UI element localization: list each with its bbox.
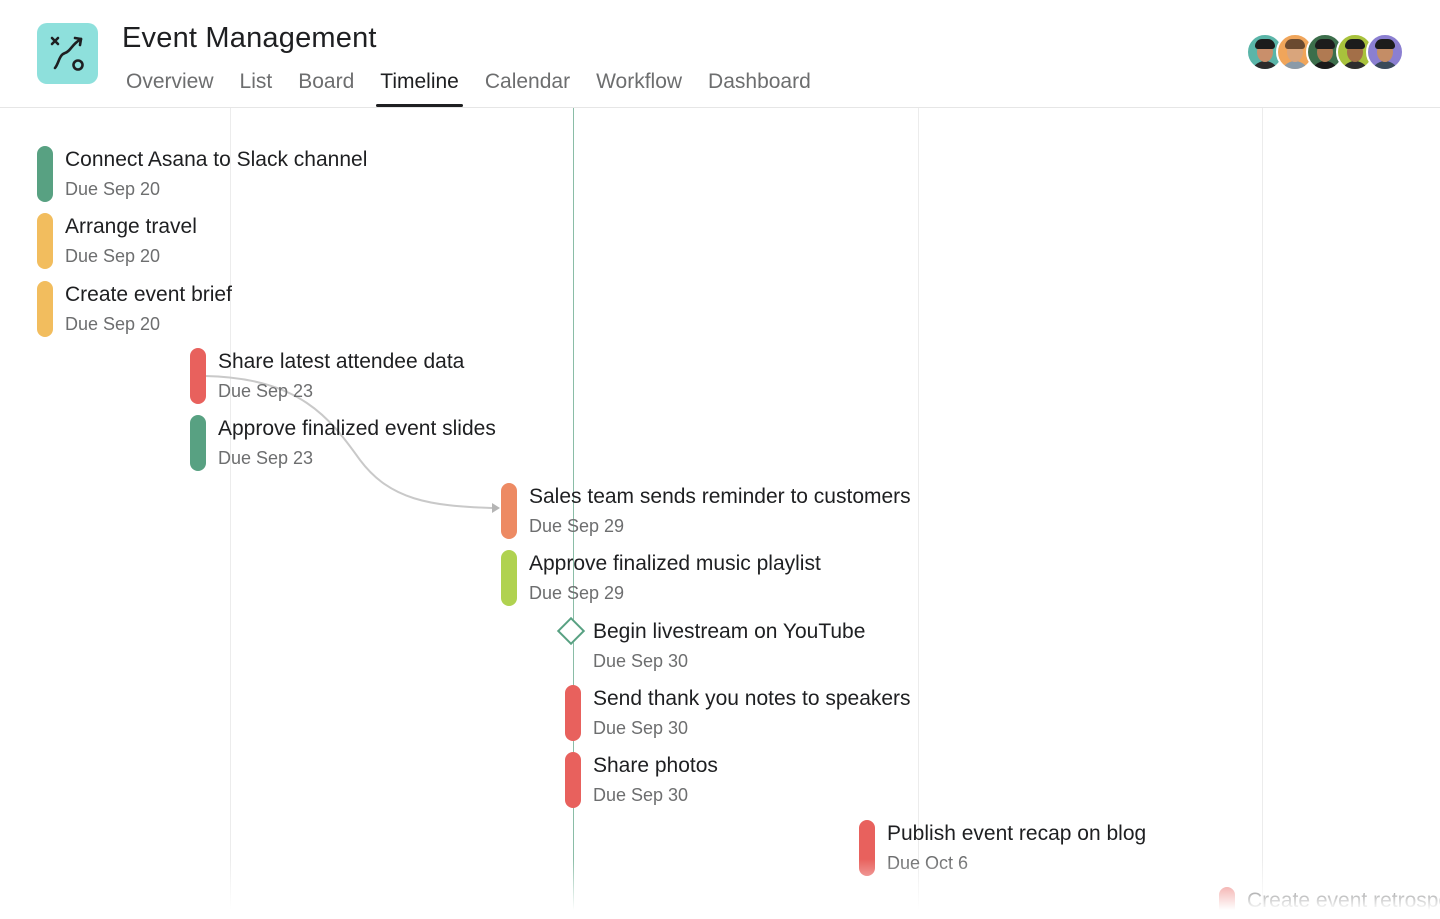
task-name: Publish event recap on blog (887, 822, 1147, 845)
task-bar[interactable] (190, 348, 206, 404)
task-name: Share latest attendee data (218, 350, 465, 373)
task-due-date: Due Sep 30 (593, 718, 689, 738)
avatar[interactable] (1336, 33, 1374, 71)
task-name: Sales team sends reminder to customers (529, 485, 911, 508)
task-bar[interactable] (37, 281, 53, 337)
task-bar[interactable] (190, 415, 206, 471)
task-name: Create event retrospective (1247, 889, 1440, 912)
task-due-date: Due Sep 20 (65, 246, 161, 266)
task-bar[interactable] (501, 483, 517, 539)
tab-overview[interactable]: Overview (126, 70, 214, 93)
tab-calendar[interactable]: Calendar (484, 70, 571, 93)
member-avatars[interactable] (1246, 33, 1404, 71)
task-name: Create event brief (65, 283, 232, 306)
route-icon (50, 36, 84, 71)
today-marker (573, 108, 574, 919)
task-due-date: Due Sep 23 (218, 448, 314, 468)
task-bar[interactable] (37, 146, 53, 202)
task-due-date: Due Sep 30 (593, 785, 689, 805)
task-due-date: Due Oct 6 (887, 853, 969, 873)
task-bar[interactable] (565, 752, 581, 808)
project-icon[interactable] (37, 23, 98, 84)
avatar[interactable] (1366, 33, 1404, 71)
dependency-arrow (204, 375, 500, 513)
project-tabs: Overview List Board Timeline Calendar Wo… (122, 70, 833, 107)
task-name: Share photos (593, 754, 718, 777)
week-gridline (1262, 108, 1263, 919)
project-header: Event Management Overview List Board Tim… (0, 0, 1440, 108)
task-bar[interactable] (1219, 887, 1235, 919)
week-gridline (230, 108, 231, 919)
task-name: Begin livestream on YouTube (593, 620, 866, 643)
task-name: Connect Asana to Slack channel (65, 148, 368, 171)
tab-dashboard[interactable]: Dashboard (708, 70, 811, 93)
week-gridline (918, 108, 919, 919)
task-bar[interactable] (501, 550, 517, 606)
tab-timeline[interactable]: Timeline (376, 70, 463, 107)
task-due-date: Due Sep 20 (65, 314, 161, 334)
task-name: Approve finalized event slides (218, 417, 496, 440)
task-bar[interactable] (37, 213, 53, 269)
task-bar[interactable] (859, 820, 875, 876)
task-due-date: Due Sep 30 (593, 651, 689, 671)
task-due-date: Due Sep 29 (529, 516, 625, 536)
task-name: Send thank you notes to speakers (593, 687, 911, 710)
task-due-date: Due Sep 23 (218, 381, 314, 401)
task-due-date: Due Sep 20 (65, 179, 161, 199)
avatar[interactable] (1306, 33, 1344, 71)
task-name: Arrange travel (65, 215, 197, 238)
tab-list[interactable]: List (239, 70, 273, 93)
task-name: Approve finalized music playlist (529, 552, 821, 575)
tab-workflow[interactable]: Workflow (596, 70, 683, 93)
timeline-view: Connect Asana to Slack channel Due Sep 2… (0, 108, 1440, 919)
task-bar[interactable] (565, 685, 581, 741)
page-title: Event Management (122, 22, 377, 54)
task-due-date: Due Sep 29 (529, 583, 625, 603)
milestone-diamond-icon[interactable] (556, 616, 586, 646)
tab-board[interactable]: Board (298, 70, 355, 93)
